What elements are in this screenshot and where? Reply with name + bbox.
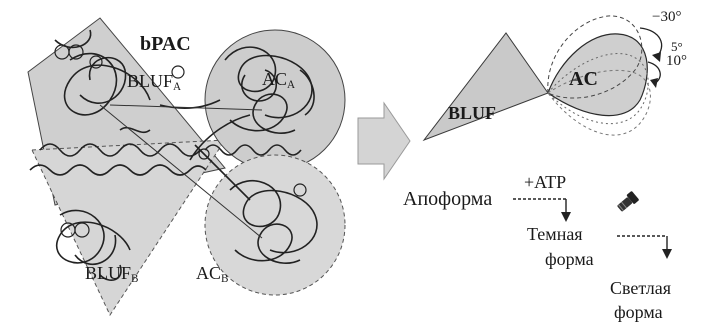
state-light-line1: Светлая (610, 279, 671, 297)
angle-label-minus30: −30° (652, 10, 681, 25)
transition-arrow (358, 103, 410, 179)
ac-a-label-sub: A (287, 79, 295, 91)
bpac-title: bPAC (140, 34, 191, 54)
state-apo: Апоформа (403, 189, 492, 209)
ac-a-label-main: AC (262, 69, 287, 89)
state-dark-line1: Темная (527, 225, 583, 243)
ac-b-label-sub: B (221, 273, 228, 285)
state-atp: +ATP (524, 173, 566, 191)
bluf-a-label: BLUFA (127, 72, 181, 93)
bluf-b-label-main: BLUF (85, 263, 131, 283)
angle-label-10: 10° (666, 54, 687, 69)
ac-a-label: ACA (262, 70, 295, 91)
angle-label-5: 5° (671, 40, 683, 53)
bpac-structure (28, 18, 345, 315)
ac-b-label: ACB (196, 264, 228, 285)
ac-a-circle (205, 30, 345, 170)
bluf-b-label-sub: B (131, 273, 138, 285)
flashlight-icon (616, 191, 640, 214)
model-ac-label: AC (569, 69, 598, 89)
state-light-line2: форма (614, 303, 663, 321)
bluf-a-label-sub: A (173, 81, 181, 93)
bluf-a-label-main: BLUF (127, 71, 173, 91)
state-dark-line2: форма (545, 250, 594, 268)
bluf-b-label: BLUFB (85, 264, 138, 285)
ac-b-label-main: AC (196, 263, 221, 283)
model-bluf-triangle (424, 33, 548, 140)
model-bluf-label: BLUF (448, 104, 496, 122)
